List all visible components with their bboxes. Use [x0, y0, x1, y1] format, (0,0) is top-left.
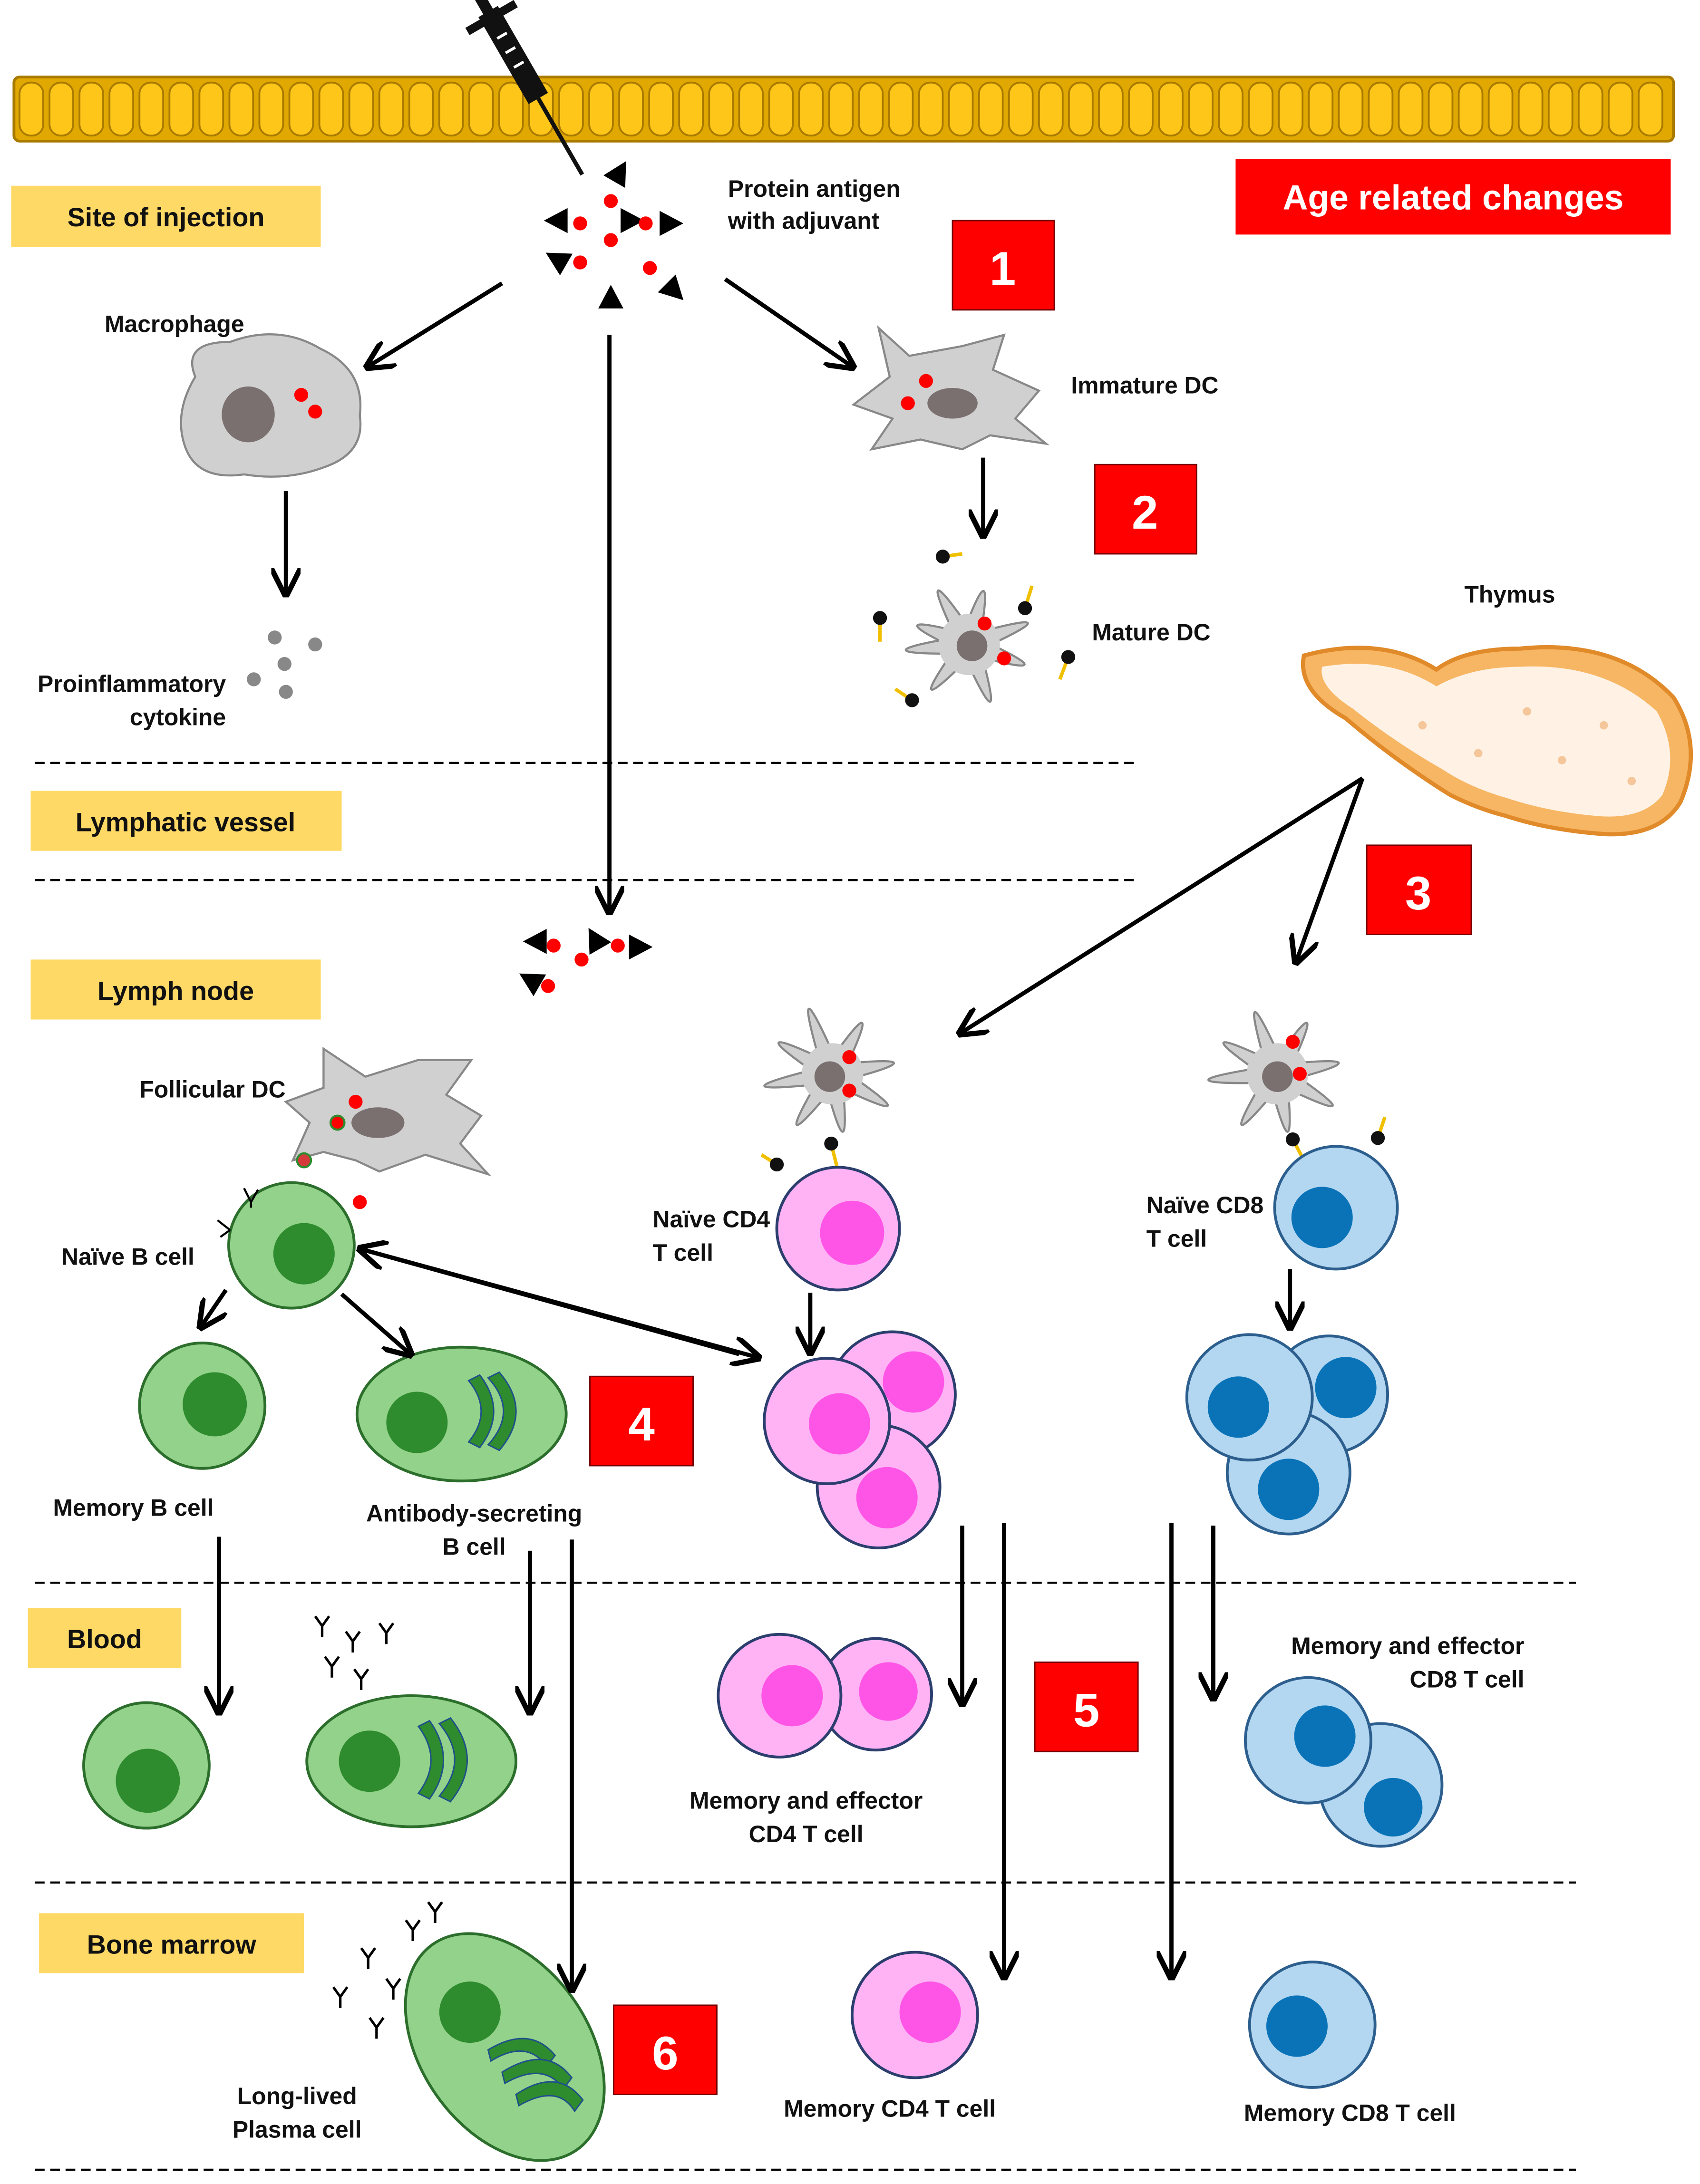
- step-number: 3: [1405, 867, 1431, 920]
- section-label-text: Site of injection: [68, 203, 265, 232]
- antibody-secreting-b-cell: [355, 1345, 568, 1483]
- label-follicular-dc: Follicular DC: [139, 1076, 285, 1103]
- cd4-cell-cluster: [763, 1330, 957, 1549]
- antigen-cluster-injection: [544, 161, 684, 309]
- label-mature-dc: Mature DC: [1092, 619, 1210, 646]
- label-cytokine: Proinflammatory: [38, 670, 226, 697]
- label-naive-cd4: Naïve CD4: [653, 1206, 770, 1232]
- arrow: [340, 1292, 409, 1353]
- antibodies-blood: [314, 1615, 395, 1691]
- section-label-blood: Blood: [28, 1608, 182, 1668]
- antibodies-bone-marrow: [332, 1901, 443, 2039]
- arrow: [724, 277, 851, 366]
- arrows: [202, 277, 1365, 1987]
- label-naive-cd4: T cell: [653, 1239, 713, 1266]
- label-naive-cd8: T cell: [1146, 1226, 1207, 1252]
- cytokine-dots: [247, 630, 322, 699]
- step-box-5: 5: [1034, 1662, 1139, 1752]
- section-label-lymphatic-vessel: Lymphatic vessel: [30, 791, 342, 851]
- label-immature-dc: Immature DC: [1071, 372, 1218, 399]
- label-antibody-secreting: Antibody-secreting: [366, 1500, 582, 1527]
- step-number: 4: [628, 1398, 654, 1451]
- syringe-icon: [465, 0, 584, 176]
- memory-b-cell: [138, 1341, 267, 1470]
- arrow: [1297, 777, 1365, 959]
- immature-dc-cell: [851, 325, 1050, 451]
- naive-b-cell: [217, 1181, 356, 1310]
- step-box-1: 1: [952, 220, 1055, 311]
- label-naive-cd8: Naïve CD8: [1146, 1192, 1264, 1218]
- cd8-cell-cluster: [1185, 1333, 1389, 1536]
- blood-antibody-secreting-b-cell: [305, 1694, 518, 1828]
- arrow: [369, 281, 504, 366]
- plasma-cell: [404, 1932, 606, 2162]
- label-antigen: with adjuvant: [728, 208, 879, 234]
- label-naive-b-cell: Naïve B cell: [61, 1244, 194, 1270]
- label-memory-cd8: Memory CD8 T cell: [1244, 2099, 1456, 2126]
- arrow: [202, 1288, 228, 1324]
- memory-cd4-t-cell: [850, 1951, 979, 2079]
- macrophage-cell: [180, 333, 362, 478]
- naive-cd4-t-cell: [775, 1166, 901, 1292]
- section-label-text: Blood: [67, 1624, 142, 1654]
- section-dividers: [35, 762, 1576, 2171]
- thymus-organ: [1301, 645, 1693, 837]
- dc-cd4-cell: [760, 1007, 895, 1172]
- arrow: [362, 1247, 756, 1357]
- arrow: [962, 776, 1364, 1032]
- section-label-text: Bone marrow: [87, 1930, 257, 1959]
- label-plasma-cell: Long-lived: [237, 2083, 357, 2109]
- step-number: 1: [990, 242, 1016, 295]
- mature-dc-cell: [873, 550, 1076, 707]
- label-memory-effector-cd8: CD8 T cell: [1409, 1666, 1524, 1692]
- label-memory-b-cell: Memory B cell: [53, 1495, 214, 1521]
- memory-cd8-t-cell: [1248, 1961, 1377, 2089]
- memory-effector-cd4-cells: [717, 1633, 933, 1759]
- label-memory-cd4: Memory CD4 T cell: [784, 2096, 996, 2122]
- section-label-text: Lymph node: [97, 976, 254, 1005]
- age-related-changes-banner: Age related changes: [1235, 159, 1671, 235]
- naive-cd8-t-cell: [1273, 1145, 1399, 1271]
- label-thymus: Thymus: [1464, 581, 1555, 608]
- step-number: 2: [1132, 486, 1158, 539]
- label-memory-effector-cd8: Memory and effector: [1291, 1633, 1524, 1659]
- label-memory-effector-cd4: Memory and effector: [690, 1787, 923, 1814]
- diagram-labels: Protein antigen with adjuvant Macrophage…: [38, 175, 1555, 2143]
- banner-text: Age related changes: [1282, 178, 1623, 217]
- label-antigen: Protein antigen: [728, 175, 901, 202]
- label-plasma-cell: Plasma cell: [233, 2116, 362, 2143]
- blood-memory-b-cell: [82, 1701, 211, 1830]
- section-label-lymph-node: Lymph node: [30, 959, 321, 1020]
- memory-effector-cd8-cells: [1243, 1676, 1444, 1848]
- follicular-dc-cell: [283, 1046, 492, 1209]
- label-cytokine: cytokine: [130, 704, 226, 731]
- step-box-2: 2: [1094, 464, 1197, 555]
- epithelium-strip: [12, 76, 1675, 143]
- step-number: 5: [1073, 1684, 1099, 1737]
- label-memory-effector-cd4: CD4 T cell: [749, 1821, 864, 1847]
- dc-cd8-cell: [1207, 1011, 1387, 1161]
- section-label-text: Lymphatic vessel: [76, 808, 295, 837]
- step-box-4: 4: [589, 1375, 694, 1467]
- step-box-3: 3: [1366, 844, 1472, 936]
- section-label-bone-marrow: Bone marrow: [39, 1913, 304, 1973]
- label-macrophage: Macrophage: [105, 311, 244, 338]
- label-antibody-secreting: B cell: [443, 1534, 506, 1560]
- section-label-site-of-injection: Site of injection: [11, 185, 321, 247]
- antigen-cluster-lymph-node: [519, 928, 653, 996]
- step-box-6: 6: [612, 2004, 718, 2096]
- step-number: 6: [652, 2027, 678, 2080]
